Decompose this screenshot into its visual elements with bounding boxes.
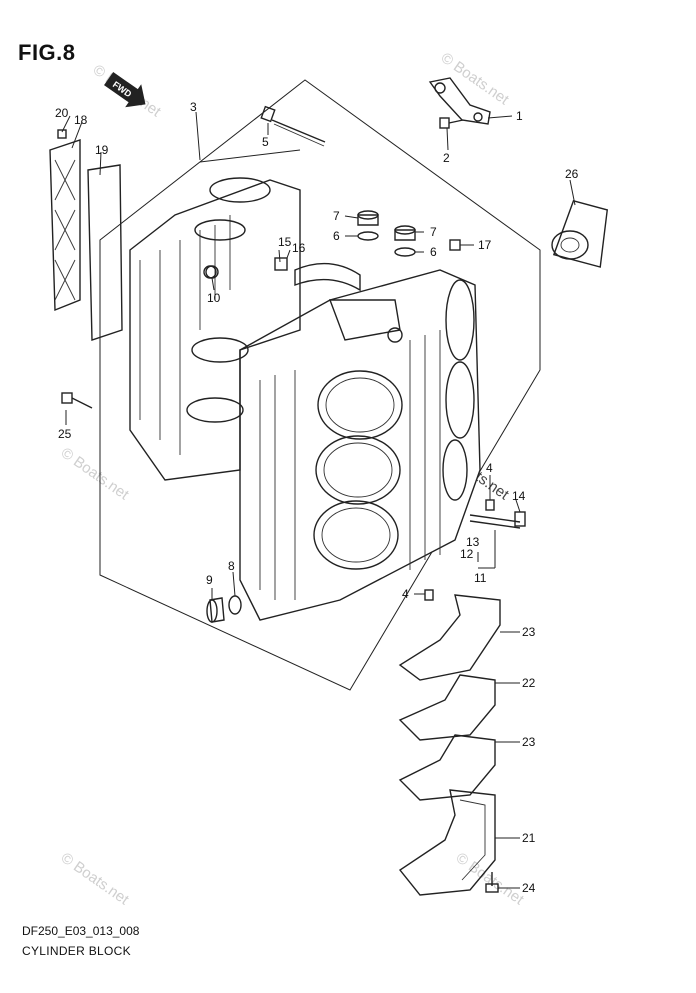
callout-labels: 1 2 3 4 4 5 6 6 7 7 8 9 10 11 12 13 14 1… [55, 100, 579, 895]
plug-7b [394, 225, 416, 241]
bolt-2 [439, 117, 464, 129]
callout-13: 13 [466, 535, 480, 549]
bolt-25 [61, 392, 93, 409]
exhaust-cover-plate [49, 139, 81, 312]
watermark: © Boats.net [438, 49, 513, 108]
callout-21: 21 [522, 831, 536, 845]
callout-14: 14 [512, 489, 526, 503]
callout-19: 19 [95, 143, 109, 157]
callout-8: 8 [228, 559, 235, 573]
bolt-5 [260, 105, 326, 147]
callout-6: 6 [333, 229, 340, 243]
callout-22: 22 [522, 676, 536, 690]
callout-5: 5 [262, 135, 269, 149]
oil-filter [551, 200, 609, 268]
watermark: © Boats.net [453, 849, 528, 908]
oring-6b [394, 247, 416, 257]
callout-7: 7 [333, 209, 340, 223]
callout-4: 4 [402, 587, 409, 601]
callout-17: 17 [478, 238, 492, 252]
oring-8 [228, 595, 242, 615]
callout-6: 6 [430, 245, 437, 259]
callout-20: 20 [55, 106, 69, 120]
plug-7a [357, 210, 379, 226]
callout-9: 9 [206, 573, 213, 587]
assembly-frame [99, 79, 541, 691]
diagram-caption: CYLINDER BLOCK [22, 944, 131, 958]
watermark: © Boats.net [58, 849, 133, 908]
cap-9 [206, 597, 225, 623]
diagram-code: DF250_E03_013_008 [22, 924, 140, 938]
plug-4a [424, 589, 434, 601]
callout-12: 12 [460, 547, 474, 561]
plug-16 [274, 257, 288, 271]
figure-title: FIG.8 [18, 40, 76, 65]
callout-15: 15 [278, 235, 292, 249]
frame-line [199, 149, 301, 163]
gasket-23a [398, 594, 501, 681]
plug-4b [485, 499, 495, 511]
callout-16: 16 [292, 241, 306, 255]
leader-lines [61, 111, 576, 889]
fitting-11 [469, 511, 526, 529]
callout-18: 18 [74, 113, 88, 127]
watermark: © Boats.net [58, 444, 133, 503]
callout-1: 1 [516, 109, 523, 123]
callout-24: 24 [522, 881, 536, 895]
callout-3: 3 [190, 100, 197, 114]
callout-26: 26 [565, 167, 579, 181]
callout-10: 10 [207, 291, 221, 305]
plug-17 [449, 239, 461, 251]
callout-23: 23 [522, 625, 536, 639]
plate-21 [398, 789, 496, 896]
callout-2: 2 [443, 151, 450, 165]
cover-gasket [87, 164, 123, 341]
callout-23: 23 [522, 735, 536, 749]
callout-4: 4 [486, 461, 493, 475]
gasket-22 [398, 674, 496, 741]
callout-7: 7 [430, 225, 437, 239]
callout-25: 25 [58, 427, 72, 441]
callout-11: 11 [474, 571, 487, 585]
gasket-23b [398, 734, 496, 801]
oring-6a [357, 231, 379, 241]
cylinder-block [129, 177, 481, 621]
bolt-20 [57, 129, 67, 139]
